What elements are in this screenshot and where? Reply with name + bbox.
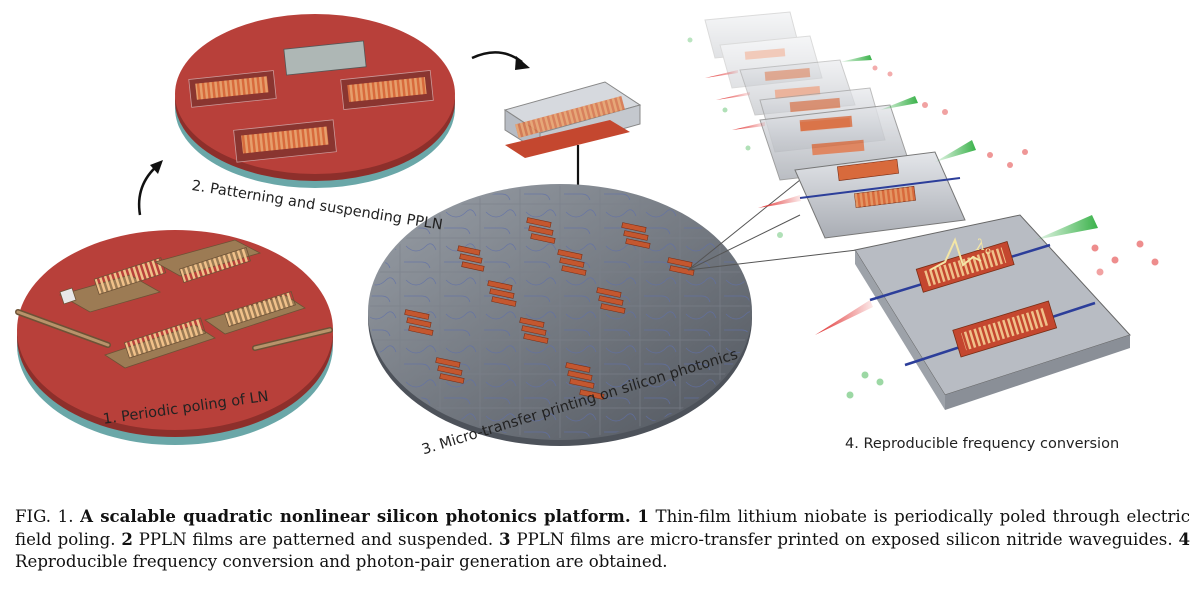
arrowhead-2-to-3: [515, 56, 530, 70]
zoom-lines: [687, 179, 858, 271]
spectrum-glyph-label: λ: [975, 236, 986, 254]
front-chip: λ o: [854, 214, 1131, 410]
transfer-stamp: [503, 81, 642, 158]
poling-electrodes: [58, 239, 306, 369]
figure-illustration: λ o: [15, 11, 1159, 446]
caption-step4-text: Reproducible frequency conversion and ph…: [15, 552, 668, 571]
caption-step1-num: 1: [637, 506, 649, 526]
spectrum-glyph-sub: o: [985, 246, 991, 257]
front-ppln-bottom: [952, 300, 1058, 358]
caption-step2-text: PPLN films are patterned and suspended.: [138, 530, 494, 549]
arrowhead-1-to-2: [150, 160, 163, 174]
laser-beams: [705, 55, 1098, 335]
poling-probes: [15, 309, 333, 351]
arrow-2-to-3: [471, 51, 523, 64]
figure-caption: FIG. 1. A scalable quadratic nonlinear s…: [15, 505, 1190, 573]
caption-title: A scalable quadratic nonlinear silicon p…: [80, 506, 631, 526]
caption-step3-text: PPLN films are micro-transfer printed on…: [516, 530, 1173, 549]
caption-step1-text: Thin-film lithium niobate is periodicall…: [15, 507, 1190, 549]
front-ppln-top: [915, 241, 1015, 293]
caption-fig-label: FIG. 1.: [15, 507, 74, 526]
step3-wafer: [368, 184, 752, 446]
step1-wafer: [15, 230, 333, 445]
step4-label: 4. Reproducible frequency conversion: [845, 436, 1120, 452]
photon-dots: [687, 37, 1159, 399]
caption-step3-num: 3: [499, 529, 511, 549]
step2-wafer: [175, 14, 455, 188]
arrow-1-to-2: [137, 164, 159, 216]
spectrum-glyph: [929, 237, 982, 271]
step4-chip-stack: λ o: [704, 11, 1131, 410]
suspended-ppln-films: [188, 40, 434, 163]
caption-step2-num: 2: [121, 529, 133, 549]
printed-ppln-coupons: [404, 217, 695, 400]
caption-step4-num: 4: [1178, 529, 1190, 549]
